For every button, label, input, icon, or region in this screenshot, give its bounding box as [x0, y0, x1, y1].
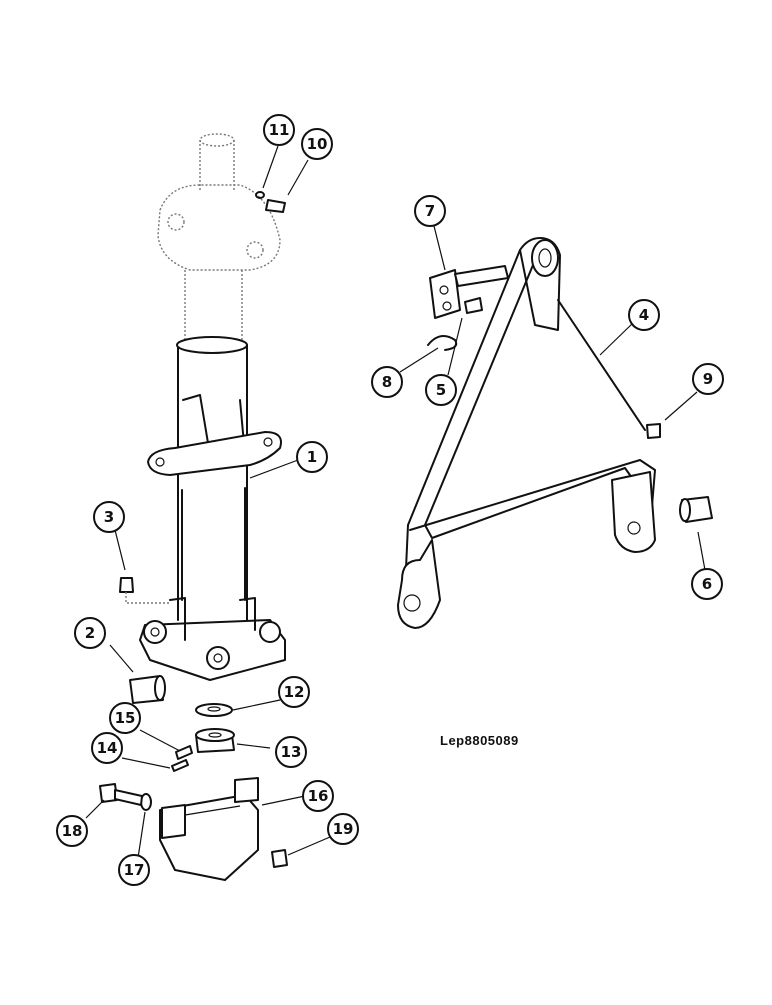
callout-11: 11	[263, 114, 295, 146]
callout-number: 5	[436, 381, 446, 399]
callout-14: 14	[91, 732, 123, 764]
callout-number: 8	[382, 373, 392, 391]
part-18-bolt	[99, 783, 143, 806]
callout-8: 8	[371, 366, 403, 398]
callout-number: 12	[284, 683, 305, 701]
callout-number: 2	[85, 624, 95, 642]
part-4-a-frame	[397, 237, 656, 629]
callout-number: 14	[97, 739, 118, 757]
part-6-bushing	[679, 496, 713, 523]
callout-number: 3	[104, 508, 114, 526]
part-7-pin-plate	[429, 265, 509, 319]
callout-number: 9	[703, 370, 713, 388]
part-11-o-ring	[255, 191, 265, 199]
part-3-grease-nipple	[119, 577, 170, 604]
part-2-bushing	[129, 675, 166, 704]
callout-number: 4	[639, 306, 649, 324]
callout-17: 17	[118, 854, 150, 886]
callout-number: 1	[307, 448, 317, 466]
callout-number: 17	[124, 861, 145, 879]
callout-4: 4	[628, 299, 660, 331]
part-19-nut	[271, 849, 288, 868]
callout-7: 7	[414, 195, 446, 227]
callout-15: 15	[109, 702, 141, 734]
callout-number: 13	[281, 743, 302, 761]
callout-number: 7	[425, 202, 435, 220]
callout-number: 11	[269, 121, 290, 139]
leader-lines	[85, 145, 706, 859]
part-15-screw	[175, 745, 193, 760]
drawing-reference-code: Lep8805089	[440, 733, 519, 748]
callout-16: 16	[302, 780, 334, 812]
callout-number: 6	[702, 575, 712, 593]
callout-6: 6	[691, 568, 723, 600]
callout-18: 18	[56, 815, 88, 847]
callout-13: 13	[275, 736, 307, 768]
callout-1: 1	[296, 441, 328, 473]
callout-number: 18	[62, 822, 83, 840]
callout-number: 15	[115, 709, 136, 727]
part-9-grease-nipple	[646, 423, 661, 439]
callout-number: 16	[308, 787, 329, 805]
callout-number: 10	[307, 135, 328, 153]
callout-3: 3	[93, 501, 125, 533]
part-5-pin	[464, 297, 483, 314]
part-10-fitting	[265, 199, 286, 213]
callout-9: 9	[692, 363, 724, 395]
part-1-cylinder	[139, 336, 286, 681]
phantom-cylinder-top	[157, 133, 281, 345]
part-8-clip	[427, 335, 458, 351]
callout-10: 10	[301, 128, 333, 160]
part-13-nut	[195, 728, 235, 753]
callout-2: 2	[74, 617, 106, 649]
callout-12: 12	[278, 676, 310, 708]
part-14-pin	[171, 759, 189, 772]
part-12-washer	[195, 703, 233, 717]
callout-number: 19	[333, 820, 354, 838]
part-16-guard	[159, 777, 259, 881]
callout-19: 19	[327, 813, 359, 845]
callout-5: 5	[425, 374, 457, 406]
